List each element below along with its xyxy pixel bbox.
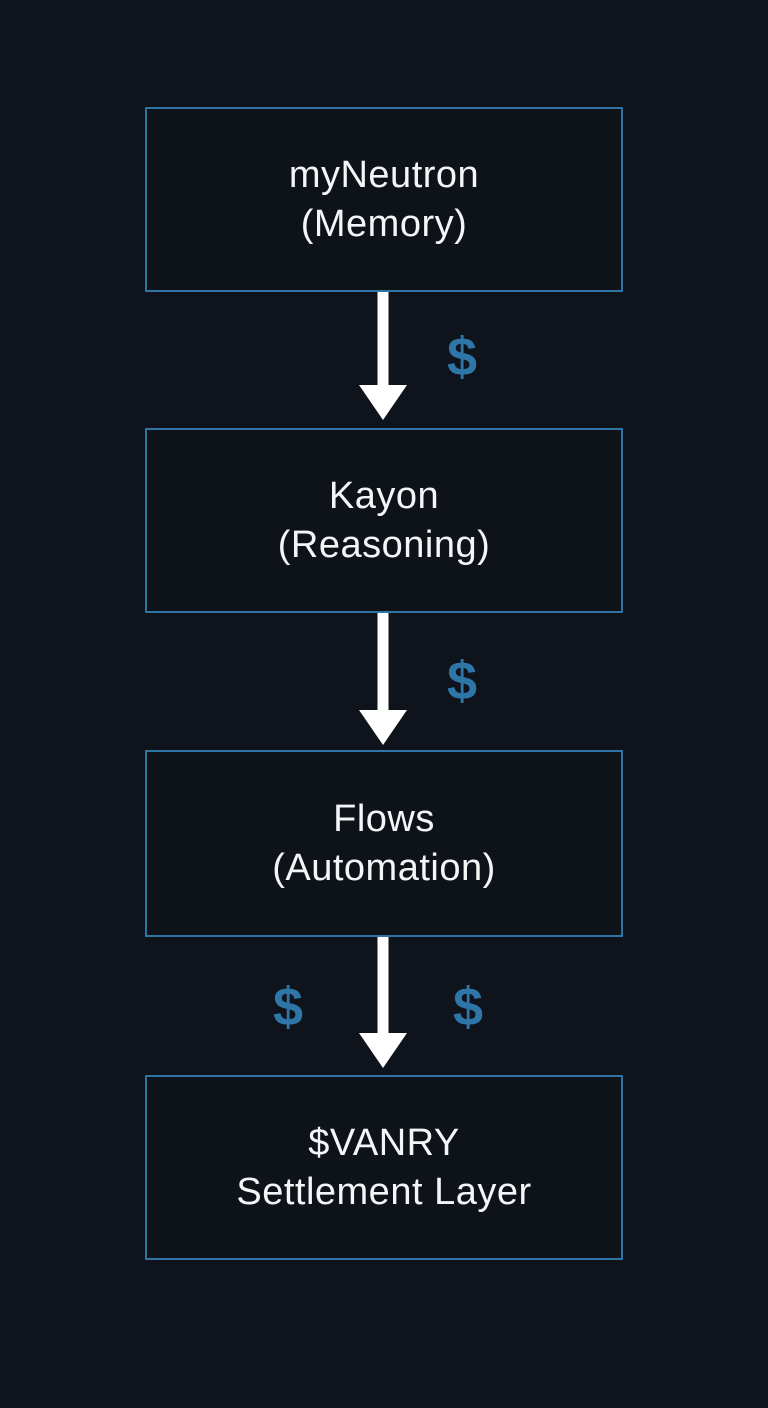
node-myneutron-title: myNeutron [288,153,480,196]
node-kayon-title: Kayon [328,474,440,517]
down-arrow-icon [359,937,407,1068]
node-vanry-settlement: $VANRY Settlement Layer [145,1075,623,1260]
dollar-icon: $ [272,977,304,1037]
dollar-icon: $ [446,651,478,711]
node-flows: Flows (Automation) [145,750,623,937]
node-myneutron-subtitle: (Memory) [300,202,468,245]
node-flows-subtitle: (Automation) [272,846,496,889]
node-vanry-title: $VANRY [308,1121,460,1164]
node-myneutron: myNeutron (Memory) [145,107,623,292]
node-kayon: Kayon (Reasoning) [145,428,623,613]
down-arrow-icon [359,292,407,420]
node-kayon-subtitle: (Reasoning) [277,523,491,566]
down-arrow-icon [359,613,407,745]
node-vanry-subtitle: Settlement Layer [236,1170,532,1213]
dollar-icon: $ [446,327,478,387]
node-flows-title: Flows [333,797,435,840]
dollar-icon: $ [452,977,484,1037]
